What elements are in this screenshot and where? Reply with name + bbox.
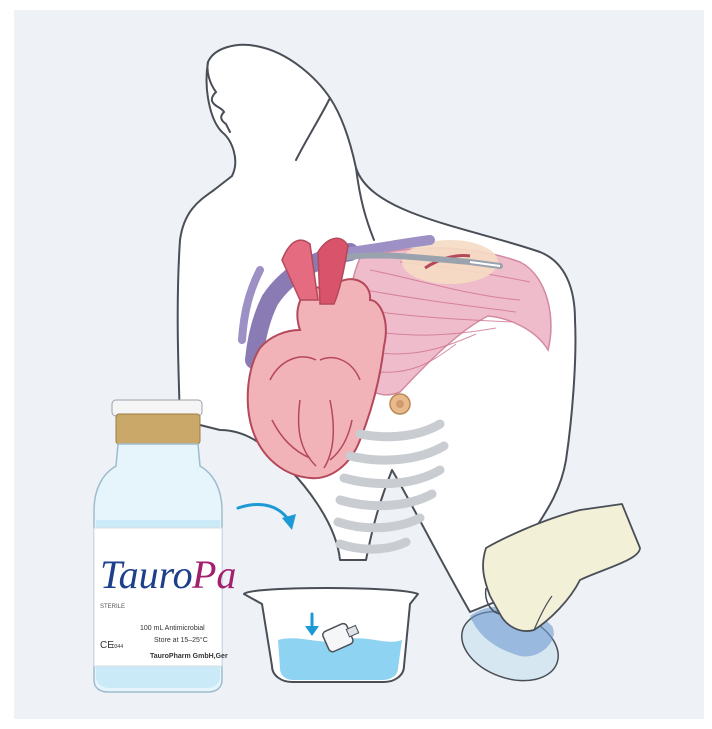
illustration-panel: Tauro Pa STERILE 100 mL Antimicrobial St… <box>14 10 704 719</box>
bottle-ce-number: 0344 <box>112 644 123 650</box>
bottle-brand-part1: Tauro <box>100 552 193 597</box>
bottle-manufacturer: TauroPharm GmbH,Ger <box>150 653 228 660</box>
bowl-icon <box>244 588 418 682</box>
arrow-icon <box>238 504 296 530</box>
bottle-brand-part2: Pa <box>191 552 236 597</box>
medical-illustration: Tauro Pa STERILE 100 mL Antimicrobial St… <box>14 10 704 719</box>
bottle-storage-line: Store at 15–25°C <box>154 636 208 644</box>
bottle-sterile-label: STERILE <box>100 604 125 610</box>
bottle-volume-line: 100 mL Antimicrobial <box>140 625 205 632</box>
